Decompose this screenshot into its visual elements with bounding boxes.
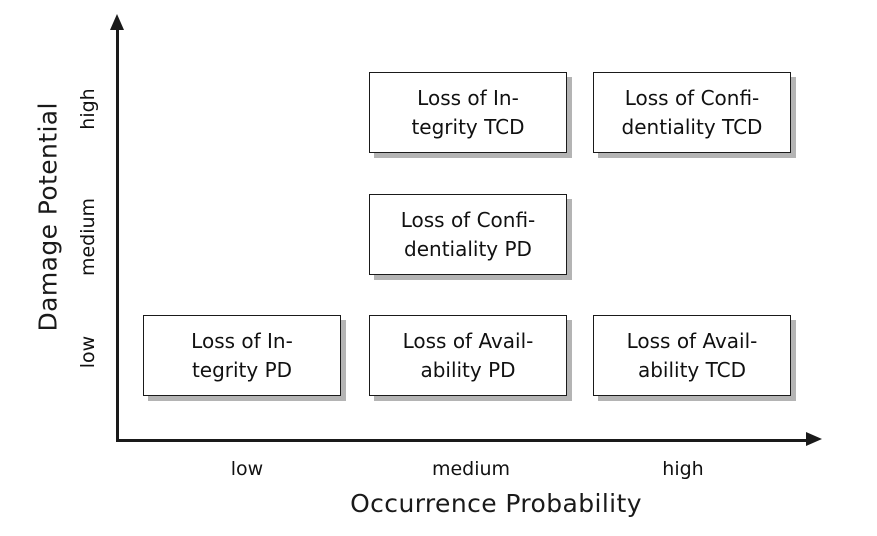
matrix-cell-line1: Loss of In- — [417, 86, 519, 111]
y-axis-line — [116, 28, 119, 442]
x-axis-tick-medium: medium — [431, 458, 511, 480]
y-axis-tick-low: low — [77, 335, 99, 369]
matrix-cell-line2: tegrity PD — [191, 357, 293, 382]
y-axis-arrow-icon — [110, 14, 124, 30]
y-axis-title: Damage Potential — [33, 102, 63, 332]
x-axis-line — [116, 439, 814, 442]
matrix-cell-line1: Loss of Confi- — [400, 208, 536, 233]
matrix-cell-line1: Loss of Avail- — [402, 329, 534, 354]
x-axis-arrow-icon — [806, 432, 822, 446]
matrix-cell-medium-high[interactable]: Loss of In- tegrity TCD — [369, 72, 567, 153]
matrix-cell-line2: tegrity TCD — [411, 114, 525, 139]
x-axis-tick-low: low — [230, 458, 264, 480]
matrix-cell-high-low[interactable]: Loss of Avail- ability TCD — [593, 315, 791, 396]
y-axis-tick-high: high — [77, 88, 99, 130]
matrix-cell-line2: ability PD — [420, 357, 516, 382]
matrix-cell-line1: Loss of Avail- — [626, 329, 758, 354]
matrix-cell-line1: Loss of Confi- — [624, 86, 760, 111]
matrix-cell-medium-low[interactable]: Loss of Avail- ability PD — [369, 315, 567, 396]
matrix-cell-medium-medium[interactable]: Loss of Confi- dentiality PD — [369, 194, 567, 275]
matrix-cell-line2: dentiality PD — [404, 236, 532, 261]
matrix-cell-line2: dentiality TCD — [621, 114, 763, 139]
matrix-cell-line2: ability TCD — [637, 357, 747, 382]
matrix-cell-line1: Loss of In- — [191, 329, 293, 354]
y-axis-tick-medium: medium — [77, 197, 99, 277]
x-axis-title: Occurrence Probability — [350, 489, 642, 518]
x-axis-tick-high: high — [662, 458, 704, 480]
matrix-cell-high-high[interactable]: Loss of Confi- dentiality TCD — [593, 72, 791, 153]
matrix-cell-low-low[interactable]: Loss of In- tegrity PD — [143, 315, 341, 396]
